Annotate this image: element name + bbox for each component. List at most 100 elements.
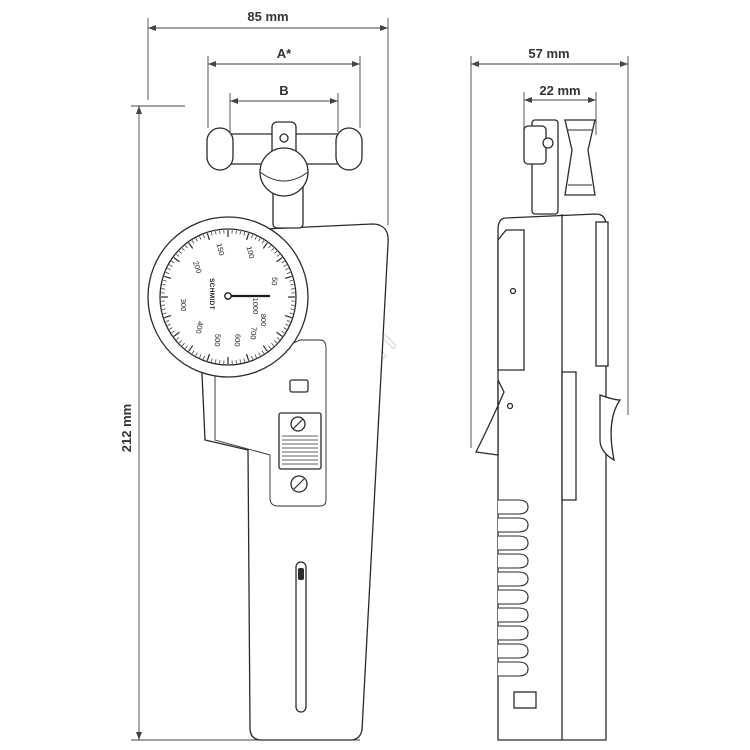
- dial-tick: [283, 264, 287, 267]
- dial-tick: [173, 257, 180, 263]
- dial-tick: [284, 314, 292, 319]
- dial-tick: [178, 340, 182, 344]
- dial-tick: [254, 354, 257, 358]
- dim-57mm-label: 57 mm: [528, 46, 569, 61]
- dial-tick: [262, 345, 268, 352]
- dial-label-500: 500: [212, 334, 222, 347]
- dimension-b: B: [229, 83, 339, 132]
- dial-tick: [164, 275, 172, 280]
- dial-tick: [210, 232, 213, 236]
- side-body: [497, 213, 607, 741]
- side-handle-ridges: [498, 499, 529, 677]
- dial-tick: [251, 234, 253, 239]
- dial-tick: [188, 242, 194, 249]
- dial-tick: [215, 231, 217, 235]
- dial-tick: [162, 308, 166, 310]
- dial-tick: [276, 337, 280, 340]
- dial-tick: [290, 308, 294, 310]
- dial-tick: [261, 240, 265, 244]
- dim-b-label: B: [279, 83, 288, 98]
- dial-tick: [289, 279, 293, 282]
- dial-tick: [245, 353, 250, 361]
- dial-labels: 1000 50 100 150 200 300 400 500 600 700 …: [179, 242, 279, 347]
- dial-tick: [210, 358, 213, 362]
- dial-tick: [274, 340, 278, 344]
- dial-label-700: 700: [248, 327, 258, 340]
- dial-tick: [176, 337, 180, 340]
- side-notch: [513, 691, 537, 709]
- side-ridge: [498, 607, 529, 623]
- dial-tick: [284, 275, 292, 280]
- dial-tick: [290, 284, 294, 286]
- dial-tick: [191, 350, 195, 354]
- side-ridge: [498, 553, 529, 569]
- adjustment-block: [278, 412, 322, 470]
- dial-brand: SCHMIDT: [208, 278, 215, 310]
- side-dial-edge: [595, 221, 609, 367]
- dial-tick: [243, 232, 246, 236]
- dial-tick: [165, 320, 170, 322]
- roller-right: [335, 127, 363, 171]
- dial-tick: [274, 250, 278, 254]
- dial-label-400: 400: [194, 320, 205, 334]
- dial-tick: [283, 327, 287, 330]
- dial-tick: [169, 327, 173, 330]
- dial-label-600: 600: [232, 334, 242, 347]
- dial-tick: [162, 284, 166, 286]
- dial-label-100: 100: [244, 245, 256, 259]
- dim-a-label: A*: [277, 46, 292, 61]
- dial-tick: [164, 314, 172, 319]
- dial-label-150: 150: [214, 242, 226, 256]
- dial-tick: [167, 268, 171, 271]
- dim-212mm-label: 212 mm: [119, 404, 134, 452]
- side-ridge: [498, 625, 529, 641]
- side-grip-right: [561, 371, 577, 501]
- dial-tick: [191, 240, 195, 244]
- dial-tick: [199, 236, 202, 240]
- dimension-57mm: 57 mm: [470, 46, 629, 448]
- dial-tick: [289, 312, 293, 315]
- dial-tick: [258, 352, 261, 356]
- dial-pivot: [224, 292, 232, 300]
- dial-tick: [171, 330, 175, 334]
- dial-tick: [163, 312, 167, 315]
- dial-tick: [271, 247, 275, 251]
- side-ridge: [498, 535, 529, 551]
- dial-tick: [167, 323, 171, 326]
- dial-tick: [286, 320, 291, 322]
- block-ridges: [282, 435, 318, 465]
- side-ridge: [498, 517, 529, 533]
- dial-label-300: 300: [179, 299, 188, 312]
- dial-tick: [276, 331, 283, 337]
- dial-tick: [185, 345, 188, 349]
- dial-ticks: [161, 230, 295, 364]
- dial-tick: [262, 242, 268, 249]
- dial-tick: [276, 254, 280, 257]
- dial-tick: [268, 345, 271, 349]
- dial-label-1000: 1000: [251, 298, 260, 315]
- side-ridge: [498, 643, 529, 659]
- dial-tick: [276, 257, 283, 263]
- dim-85mm-label: 85 mm: [247, 9, 288, 24]
- dimension-a: A*: [207, 46, 361, 128]
- handle-slot: [295, 561, 307, 713]
- dial-tick: [185, 245, 188, 249]
- dial-tick: [281, 260, 285, 264]
- dial-tick: [268, 245, 271, 249]
- front-view: 1000 50 100 150 200 300 400 500 600 700 …: [147, 121, 389, 741]
- dial-tick: [195, 352, 198, 356]
- side-view: [475, 119, 622, 741]
- dial-tick: [239, 231, 241, 235]
- dial-label-200: 200: [191, 260, 204, 275]
- dial-tick: [195, 238, 198, 242]
- dial-tick: [261, 350, 265, 354]
- dial-tick: [258, 238, 261, 242]
- dial-tick: [286, 272, 291, 274]
- dial-label-800: 800: [259, 314, 268, 327]
- dial-tick: [285, 323, 289, 326]
- dial-tick: [165, 272, 170, 274]
- side-roller: [564, 119, 596, 196]
- dial-tick: [206, 353, 211, 361]
- dial-tick: [281, 330, 285, 334]
